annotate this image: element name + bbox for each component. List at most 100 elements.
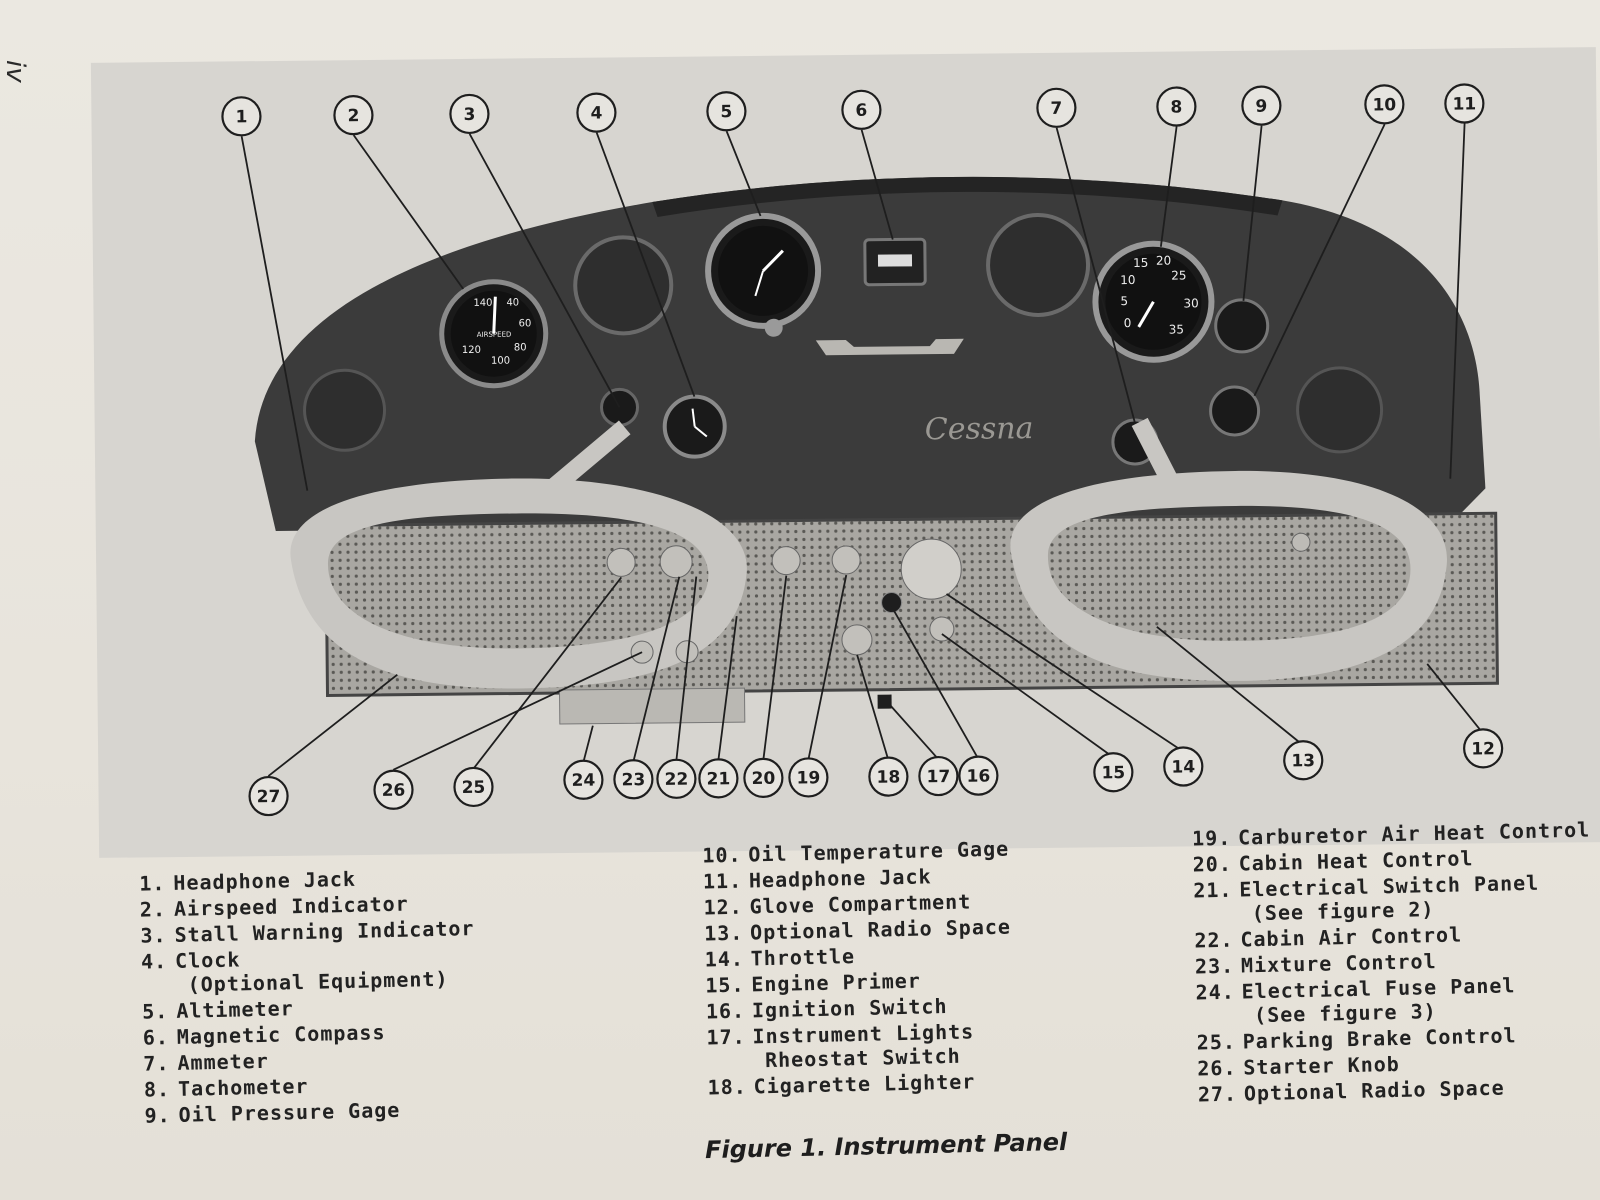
dashboard-top-rail xyxy=(652,176,1283,217)
svg-text:6: 6 xyxy=(855,101,867,121)
marker-21: 21 xyxy=(698,758,739,799)
tach-tick: 0 xyxy=(1124,316,1132,330)
marker-23: 23 xyxy=(613,759,654,800)
tach-tick: 5 xyxy=(1120,294,1128,308)
control-knob xyxy=(659,545,693,579)
svg-text:16: 16 xyxy=(966,767,990,787)
marker-3: 3 xyxy=(449,93,490,135)
marker-16: 16 xyxy=(958,755,999,796)
left-control-yoke xyxy=(290,420,747,689)
marker-22: 22 xyxy=(656,758,697,799)
marker-9: 9 xyxy=(1241,85,1282,126)
empty-gauge-hole xyxy=(986,212,1091,317)
control-knob xyxy=(630,640,654,664)
svg-text:14: 14 xyxy=(1171,757,1195,777)
tach-tick: 25 xyxy=(1171,268,1186,282)
marker-27: 27 xyxy=(248,775,289,817)
legend-item: 9.Oil Pressure Gage xyxy=(144,1097,401,1128)
airspeed-tick: 60 xyxy=(519,318,532,329)
svg-text:10: 10 xyxy=(1372,95,1396,115)
right-control-yoke xyxy=(1010,417,1447,681)
throttle-knob xyxy=(900,538,962,600)
marker-20: 20 xyxy=(743,757,784,798)
tach-tick: 35 xyxy=(1169,322,1184,336)
airspeed-needle xyxy=(492,296,497,334)
airspeed-tick: 80 xyxy=(514,342,527,353)
control-knob xyxy=(929,616,955,642)
svg-text:17: 17 xyxy=(926,767,950,787)
legend-item: 21.Electrical Switch Panel(See figure 2) xyxy=(1193,870,1540,926)
control-knob xyxy=(831,545,861,575)
tach-tick: 30 xyxy=(1183,296,1198,310)
brand-script: Cessna xyxy=(925,411,1034,447)
svg-text:7: 7 xyxy=(1050,99,1062,119)
ignition-switch xyxy=(881,592,903,614)
oil-pressure-gauge xyxy=(1214,298,1270,354)
tachometer-gauge: 15 20 10 25 5 30 0 35 xyxy=(1092,240,1215,363)
altimeter-gauge xyxy=(705,212,822,337)
svg-text:20: 20 xyxy=(751,769,775,789)
marker-26: 26 xyxy=(373,769,414,810)
airspeed-tick: 40 xyxy=(506,297,519,308)
legend-item: 4.Clock(Optional Equipment) xyxy=(140,947,449,997)
tach-tick: 15 xyxy=(1133,256,1148,270)
svg-text:1: 1 xyxy=(235,107,247,127)
oil-temperature-gauge xyxy=(1209,385,1261,437)
marker-6: 6 xyxy=(841,89,882,130)
airspeed-tick: 140 xyxy=(473,298,492,309)
airspeed-indicator: 140 40 60 80 100 120 AIRSPEED xyxy=(439,279,549,389)
svg-text:9: 9 xyxy=(1255,97,1267,117)
legend-item: 18.Cigarette Lighter xyxy=(707,1069,976,1100)
svg-text:13: 13 xyxy=(1291,751,1315,771)
svg-text:2: 2 xyxy=(347,106,359,126)
svg-text:3: 3 xyxy=(463,105,475,125)
marker-14: 14 xyxy=(1163,746,1204,787)
svg-text:5: 5 xyxy=(720,102,732,122)
marker-19: 19 xyxy=(788,757,829,798)
svg-text:22: 22 xyxy=(664,770,688,790)
svg-text:27: 27 xyxy=(257,787,281,807)
marker-24: 24 xyxy=(563,759,604,800)
control-knob xyxy=(841,624,873,656)
svg-text:11: 11 xyxy=(1452,94,1476,114)
legend-column-1: 1.Headphone Jack 2.Airspeed Indicator 3.… xyxy=(127,864,479,1130)
marker-12: 12 xyxy=(1463,728,1504,769)
leader-lines xyxy=(240,123,1484,777)
empty-gauge-hole xyxy=(1296,366,1384,454)
primer-knob xyxy=(1291,532,1311,552)
rheostat-switch xyxy=(877,694,892,709)
svg-text:25: 25 xyxy=(462,778,486,798)
marker-13: 13 xyxy=(1283,740,1324,781)
svg-text:15: 15 xyxy=(1101,763,1125,783)
marker-5: 5 xyxy=(706,91,747,132)
control-knob xyxy=(771,546,801,576)
tach-needle xyxy=(1137,301,1155,328)
svg-text:23: 23 xyxy=(621,770,645,790)
instrument-panel-photo: 140 40 60 80 100 120 AIRSPEED xyxy=(90,47,1600,858)
marker-11: 11 xyxy=(1444,83,1485,124)
airspeed-dial-label: AIRSPEED xyxy=(477,331,512,339)
marker-25: 25 xyxy=(453,766,494,808)
marker-15: 15 xyxy=(1093,752,1134,793)
fuse-panel-plate xyxy=(558,687,746,725)
airspeed-tick: 100 xyxy=(491,356,510,367)
page-number: iv xyxy=(0,60,30,83)
figure-caption: Figure 1. Instrument Panel xyxy=(704,1127,1068,1165)
svg-text:26: 26 xyxy=(382,781,406,801)
marker-4: 4 xyxy=(576,92,617,133)
marker-10: 10 xyxy=(1364,84,1405,125)
svg-text:18: 18 xyxy=(876,767,900,787)
marker-8: 8 xyxy=(1156,86,1197,127)
svg-text:12: 12 xyxy=(1471,739,1495,759)
marker-1: 1 xyxy=(221,96,262,137)
svg-text:4: 4 xyxy=(590,104,602,124)
svg-text:24: 24 xyxy=(571,771,595,791)
tach-tick: 20 xyxy=(1156,254,1171,268)
compass-card xyxy=(877,254,913,267)
marker-17: 17 xyxy=(918,755,959,797)
legend-column-3: 19.Carburetor Air Heat Control 20.Cabin … xyxy=(1192,818,1596,1109)
control-knob xyxy=(606,547,636,577)
marker-18: 18 xyxy=(868,756,909,797)
